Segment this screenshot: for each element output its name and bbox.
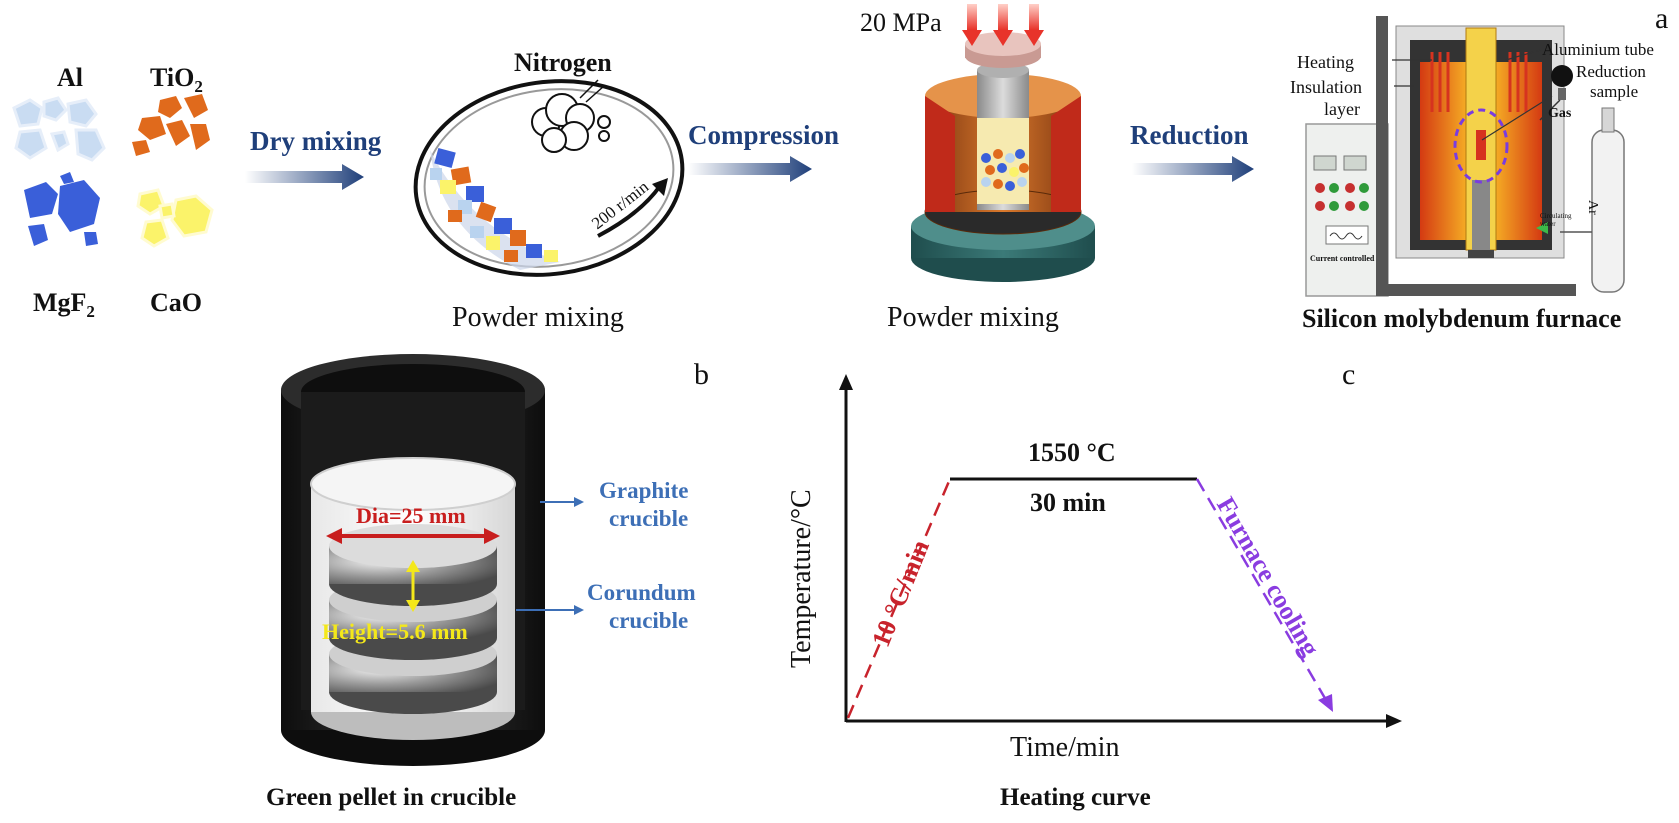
graphite-label-line2: crucible [609, 506, 689, 531]
caption-green-pellet: Green pellet in crucible [266, 784, 517, 811]
silicon-molybdenum-furnace [1305, 16, 1625, 297]
y-axis-arrowhead [839, 374, 853, 390]
furnace-reduction-label: Reduction [1576, 62, 1646, 81]
dia-label: Dia=25 mm [356, 503, 466, 528]
hold-time-label: 30 min [1030, 488, 1106, 517]
graphite-label-line1: Graphite [599, 478, 689, 503]
panel-b-letter: b [694, 358, 709, 391]
height-dimension-arrow [406, 560, 420, 612]
furnace-current-controlled-label: Current controlled [1310, 254, 1375, 263]
tio2-powder-particles [132, 94, 210, 156]
dia-dimension-arrow [326, 528, 500, 544]
furnace-circulating-water-label: Circulating water [1540, 212, 1572, 228]
caption-powder-mixing-1: Powder mixing [452, 302, 624, 333]
mixed-powder-charge [430, 147, 558, 262]
graphite-pointer [540, 497, 584, 507]
furnace-gas-label: Gas [1548, 106, 1572, 121]
nitrogen-label: Nitrogen [514, 48, 612, 77]
compression-press [911, 32, 1095, 282]
al-powder-particles [12, 96, 106, 162]
dry-mixing-arrow [245, 164, 364, 190]
furnace-layer-label: layer [1324, 99, 1360, 119]
powder-cao-label: CaO [150, 288, 202, 317]
corundum-pointer [516, 605, 584, 615]
mgf2-powder-particles [24, 172, 100, 246]
x-axis-arrowhead [1386, 714, 1402, 728]
caption-furnace: Silicon molybdenum furnace [1302, 304, 1622, 333]
compressed-powder [981, 149, 1029, 191]
corundum-label-line1: Corundum [587, 580, 696, 605]
pressure-label: 20 MPa [860, 8, 942, 37]
hold-temperature-label: 1550 °C [1028, 438, 1116, 467]
cao-powder-particles [136, 188, 214, 248]
caption-heating-curve: Heating curve [1000, 784, 1151, 811]
powder-al-label: Al [57, 63, 83, 92]
powder-tio2-label: TiO2 [150, 63, 203, 97]
corundum-label-line2: crucible [609, 608, 689, 633]
caption-powder-mixing-2: Powder mixing [887, 302, 1059, 333]
furnace-heating-label: Heating [1297, 52, 1354, 72]
panel-c-letter: c [1342, 358, 1356, 391]
heating-curve-chart [839, 374, 1402, 728]
furnace-sample-label: sample [1590, 82, 1639, 101]
cooling-arrowhead [1318, 694, 1333, 712]
nitrogen-cloud-icon [531, 79, 611, 153]
reduction-arrow [1132, 156, 1254, 182]
compression-arrow [688, 156, 812, 182]
furnace-aluminium-tube-label: Aluminium tube [1542, 40, 1654, 59]
furnace-insulation-label: Insulation [1290, 77, 1362, 97]
ball-mill-vessel [413, 79, 685, 277]
step-dry-mixing-label: Dry mixing [250, 126, 382, 156]
height-label: Height=5.6 mm [322, 619, 468, 644]
panel-a-letter: a [1655, 2, 1669, 35]
powder-mgf2-label: MgF2 [33, 288, 95, 322]
y-axis-label: Temperature/°C [786, 489, 817, 668]
step-reduction-label: Reduction [1130, 120, 1249, 150]
step-compression-label: Compression [688, 120, 840, 150]
furnace-argon-label: Ar [1585, 200, 1600, 215]
pressure-arrows [962, 4, 1044, 46]
x-axis-label: Time/min [1010, 732, 1120, 763]
